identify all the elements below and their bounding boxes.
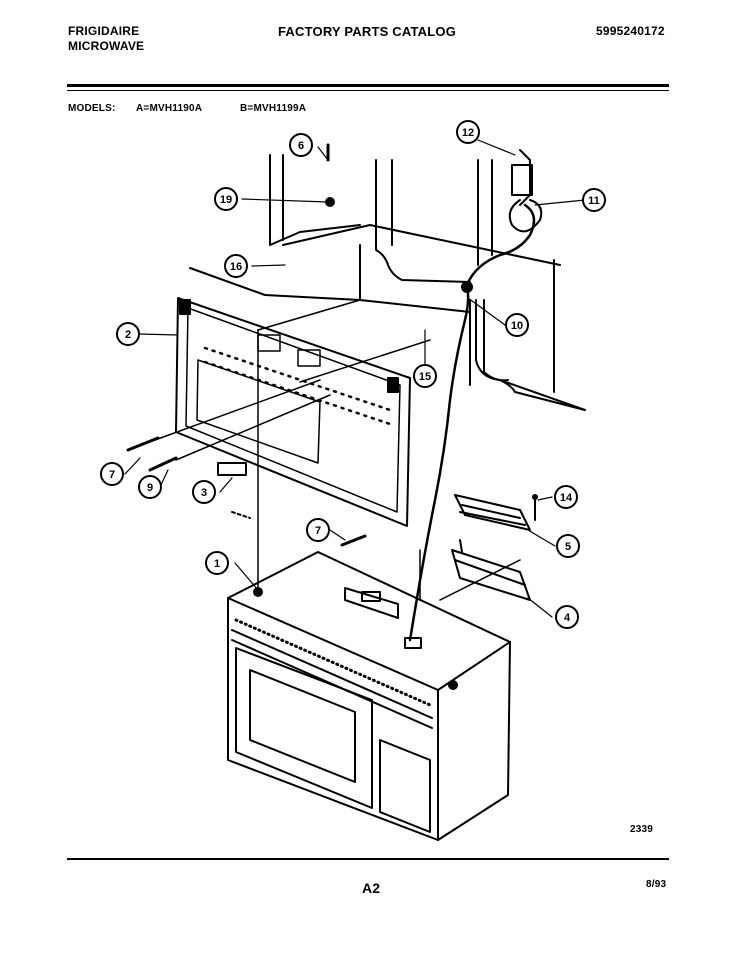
callout-circle: [505, 313, 529, 337]
callout-number: 1: [214, 558, 220, 570]
callout-7: 7: [306, 518, 330, 542]
callout-number: 16: [230, 261, 242, 273]
header-rule-thick: [67, 84, 669, 87]
catalog-number: 5995240172: [596, 24, 665, 38]
callout-circle: [413, 364, 437, 388]
callout-7: 7: [100, 462, 124, 486]
callout-14: 14: [554, 485, 578, 509]
mounting-plate: [175, 297, 411, 527]
callout-circle: [100, 462, 124, 486]
callout-4: 4: [555, 605, 579, 629]
callout-circle: [554, 485, 578, 509]
figure-number: 2339: [630, 824, 654, 835]
callout-circle: [214, 187, 238, 211]
callout-11: 11: [582, 188, 606, 212]
callout-circle: [138, 475, 162, 499]
callout-circle: [289, 133, 313, 157]
callout-number: 19: [220, 194, 232, 206]
small-hardware: [126, 436, 538, 547]
microwave-body: [227, 551, 511, 841]
callout-number: 5: [565, 541, 571, 553]
callout-number: 14: [560, 492, 573, 504]
page-label: A2: [362, 880, 381, 896]
callout-number: 12: [462, 127, 474, 139]
callout-number: 7: [109, 469, 115, 481]
callout-leaders: [124, 139, 586, 618]
models-label: MODELS:: [68, 103, 116, 114]
callout-circle: [205, 551, 229, 575]
callout-number: 4: [564, 612, 571, 624]
power-cord: [408, 149, 543, 642]
callout-12: 12: [456, 120, 480, 144]
callout-number: 7: [315, 525, 321, 537]
callout-circle: [306, 518, 330, 542]
callout-circle: [456, 120, 480, 144]
model-b: B=MVH1199A: [240, 103, 307, 114]
callout-circle: [556, 534, 580, 558]
callout-5: 5: [556, 534, 580, 558]
footer-rule: [67, 858, 669, 860]
callout-6: 6: [289, 133, 313, 157]
header-rule-thin: [67, 90, 669, 91]
callout-16: 16: [224, 254, 248, 278]
callout-19: 19: [214, 187, 238, 211]
callout-circle: [224, 254, 248, 278]
callout-2: 2: [116, 322, 140, 346]
callout-number: 11: [588, 195, 600, 207]
callout-number: 10: [511, 320, 523, 332]
callout-15: 15: [413, 364, 437, 388]
catalog-title: FACTORY PARTS CATALOG: [278, 24, 457, 39]
callout-9: 9: [138, 475, 162, 499]
leader-lines: [154, 299, 521, 601]
callout-number: 15: [419, 371, 431, 383]
cabinet-outline: [189, 154, 586, 411]
callout-number: 2: [125, 329, 131, 341]
callout-number: 3: [201, 487, 207, 499]
callout-number: 9: [147, 482, 153, 494]
callout-1: 1: [205, 551, 229, 575]
date-code: 8/93: [646, 879, 667, 890]
callout-circle: [192, 480, 216, 504]
callout-number: 6: [298, 140, 304, 152]
callout-10: 10: [505, 313, 529, 337]
callout-circle: [555, 605, 579, 629]
brand-line1: FRIGIDAIRE: [68, 24, 140, 38]
callout-circle: [116, 322, 140, 346]
model-a: A=MVH1190A: [136, 103, 203, 114]
brand-line2: MICROWAVE: [68, 39, 145, 53]
callout-3: 3: [192, 480, 216, 504]
callout-circle: [582, 188, 606, 212]
grease-filters: [451, 494, 531, 601]
